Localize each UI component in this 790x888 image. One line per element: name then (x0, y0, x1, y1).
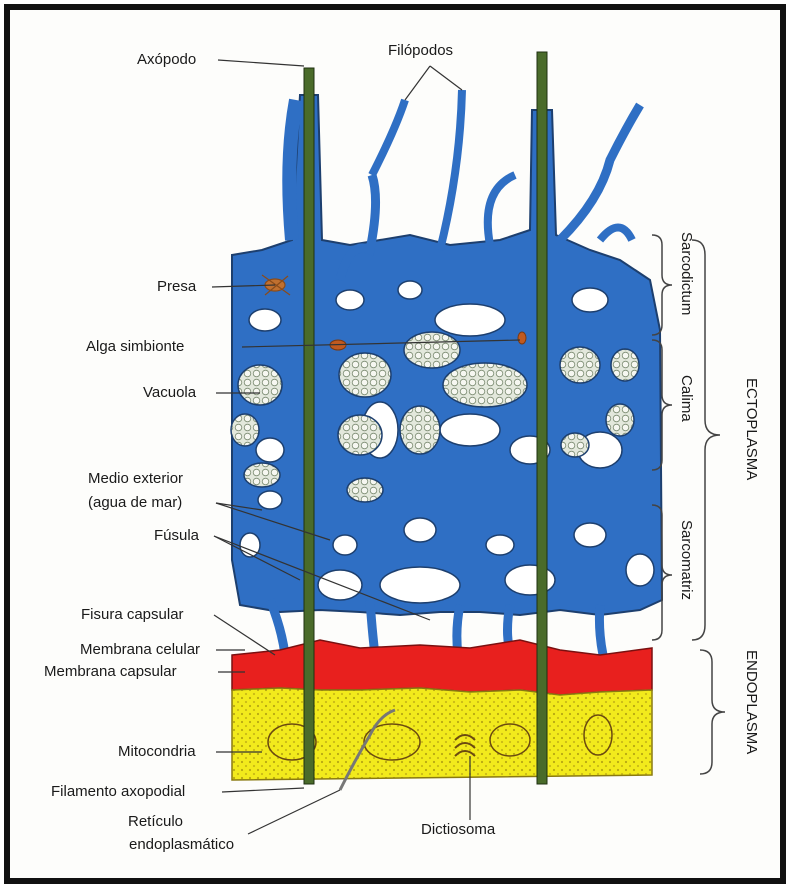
label-ectoplasma: ECTOPLASMA (742, 378, 760, 480)
label-alga-simbionte: Alga simbionte (86, 338, 184, 356)
capsular-membrane-band (232, 640, 652, 695)
label-medio-exterior: Medio exterior (88, 470, 183, 488)
label-axopodo: Axópodo (137, 51, 196, 69)
label-mitocondria: Mitocondria (118, 743, 196, 761)
label-filamento-axopodial: Filamento axopodial (51, 783, 185, 801)
endoplasm (232, 688, 652, 780)
region-brackets (652, 235, 725, 774)
label-membrana-capsular: Membrana capsular (44, 663, 177, 681)
label-dictiosoma: Dictiosoma (421, 821, 495, 839)
label-endoplasma: ENDOPLASMA (742, 650, 760, 754)
alga-cell (518, 332, 526, 344)
label-sarcomatriz: Sarcomatriz (677, 520, 695, 600)
label-presa: Presa (157, 278, 196, 296)
label-vacuola: Vacuola (143, 384, 196, 402)
label-agua-de-mar: (agua de mar) (88, 494, 182, 512)
ectoplasm (231, 90, 662, 655)
label-membrana-celular: Membrana celular (80, 641, 200, 659)
label-filopodos: Filópodos (388, 42, 453, 60)
label-reticulo: Retículo (128, 813, 183, 831)
label-sarcodictum: Sarcodictum (677, 232, 695, 315)
label-fisura-capsular: Fisura capsular (81, 606, 184, 624)
label-endoplasmatico: endoplasmático (129, 836, 234, 854)
label-calima: Calima (677, 375, 695, 422)
label-fusula: Fúsula (154, 527, 199, 545)
